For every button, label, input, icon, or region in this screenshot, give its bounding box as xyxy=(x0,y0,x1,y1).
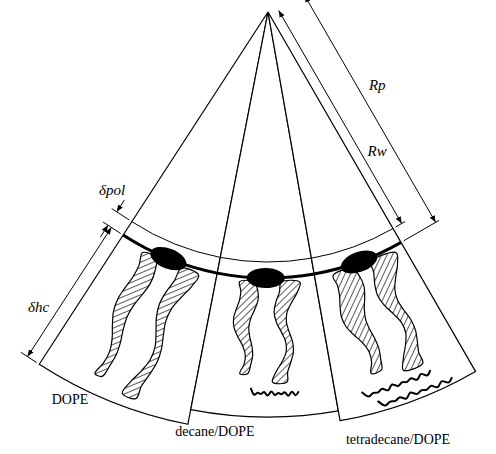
sample-label: decane/DOPE xyxy=(173,425,256,439)
dpol-arrow xyxy=(117,200,125,212)
extension-line xyxy=(112,209,130,220)
dimension-label: Rp xyxy=(367,78,388,93)
tetradecane-molecule xyxy=(362,367,432,399)
extension-line xyxy=(396,222,406,228)
rp-dimension xyxy=(305,0,436,222)
water-interface-arc xyxy=(220,257,311,262)
tetradecane-molecule xyxy=(378,374,454,408)
lipid-molecule xyxy=(233,268,301,396)
decane-molecule xyxy=(251,388,299,396)
rw-dimension xyxy=(279,10,402,223)
lipid-tail xyxy=(121,263,200,405)
lipid-tail xyxy=(272,280,300,384)
extension-line xyxy=(404,220,440,241)
wedge-outline xyxy=(268,12,476,421)
dimension-label: Rw xyxy=(366,144,389,159)
lipid-headgroup xyxy=(338,246,381,278)
sample-label: tetradecane/DOPE xyxy=(344,433,452,447)
dimension-label: δhc xyxy=(26,299,51,314)
sample-label: DOPE xyxy=(50,393,91,407)
lipid-molecule xyxy=(316,236,453,412)
sector-wedge xyxy=(268,12,476,421)
dimension-label: δpol xyxy=(97,182,127,197)
dhc-dimension xyxy=(28,227,112,356)
lipid-headgroup xyxy=(147,242,190,275)
lipid-headgroup xyxy=(247,268,285,288)
lipid-tail xyxy=(364,250,437,372)
lipid-tail xyxy=(233,280,259,375)
lipid-molecule xyxy=(85,237,205,405)
